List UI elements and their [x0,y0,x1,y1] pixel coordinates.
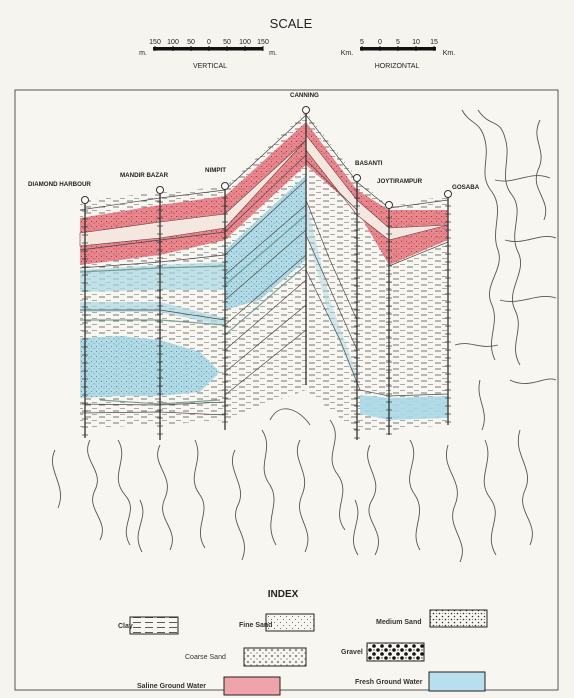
vertical-scale-tick-label: 100 [239,39,251,46]
station-label-basanti: BASANTI [355,160,383,167]
station-marker-diamond-harbour [82,197,89,204]
station-label-diamond-harbour: DIAMOND HARBOUR [28,181,91,188]
horizontal-scale-tick-label: 0 [378,39,382,46]
legend-label-saline: Saline Ground Water [137,683,206,690]
station-label-joytirampur: JOYTIRAMPUR [377,178,423,185]
index-title: INDEX [268,589,299,600]
legend-label-gravel: Gravel [341,649,363,656]
legend-label-coarse-sand: Coarse Sand [185,654,226,661]
vertical-scale-tick-label: 50 [223,39,231,46]
vertical-unit-left: m. [139,50,147,57]
vertical-scale-bar [153,47,263,51]
station-marker-canning [303,107,310,114]
horizontal-scale-tick-label: 10 [412,39,420,46]
station-marker-basanti [354,175,361,182]
vertical-scale-tick-label: 100 [167,39,179,46]
legend-swatch-coarse-sand [244,648,306,666]
legend-swatch-clay [130,617,178,634]
horizontal-unit-right: Km. [443,50,456,57]
station-label-mandir-bazar: MANDIR BAZAR [120,172,169,179]
legend-label-fresh: Fresh Ground Water [355,679,423,686]
fresh-band-right-lower [360,395,448,420]
horizontal-scale-bar [360,47,436,51]
vertical-scale-tick-label: 0 [207,39,211,46]
vertical-scale-tick-label: 150 [149,39,161,46]
scale-block: SCALE m. 15010050050100150 m. VERTICAL K… [139,16,455,70]
station-label-nimpit: NIMPIT [205,167,226,174]
horizontal-scale-tick-label: 15 [430,39,438,46]
legend-label-medium-sand: Medium Sand [376,619,422,626]
station-marker-mandir-bazar [157,187,164,194]
legend-swatch-gravel [367,643,424,661]
vertical-label: VERTICAL [193,63,227,70]
vertical-scale: m. 150 100 50 0 50 100 150 m. VERTICAL [139,39,277,70]
station-label-canning: CANNING [290,92,319,99]
horizontal-unit-left: Km. [341,50,354,57]
legend-swatch-fresh [429,672,485,691]
horizontal-scale-tick-label: 5 [360,39,364,46]
legend-swatch-fine-sand [266,614,314,631]
vertical-scale-tick-label: 150 [257,39,269,46]
horizontal-scale: Km. 5 0 5 10 15 Km. HORIZONTAL [341,39,456,70]
scale-title: SCALE [270,16,313,31]
horizontal-scale-tick-label: 5 [396,39,400,46]
vertical-unit-right: m. [269,50,277,57]
station-marker-gosaba [445,191,452,198]
station-marker-nimpit [222,183,229,190]
horizontal-label: HORIZONTAL [375,63,420,70]
vertical-scale-tick-label: 50 [187,39,195,46]
legend-swatch-saline [224,677,280,695]
legend-swatch-medium-sand [430,610,487,627]
station-marker-joytirampur [386,202,393,209]
station-label-gosaba: GOSABA [452,184,480,191]
